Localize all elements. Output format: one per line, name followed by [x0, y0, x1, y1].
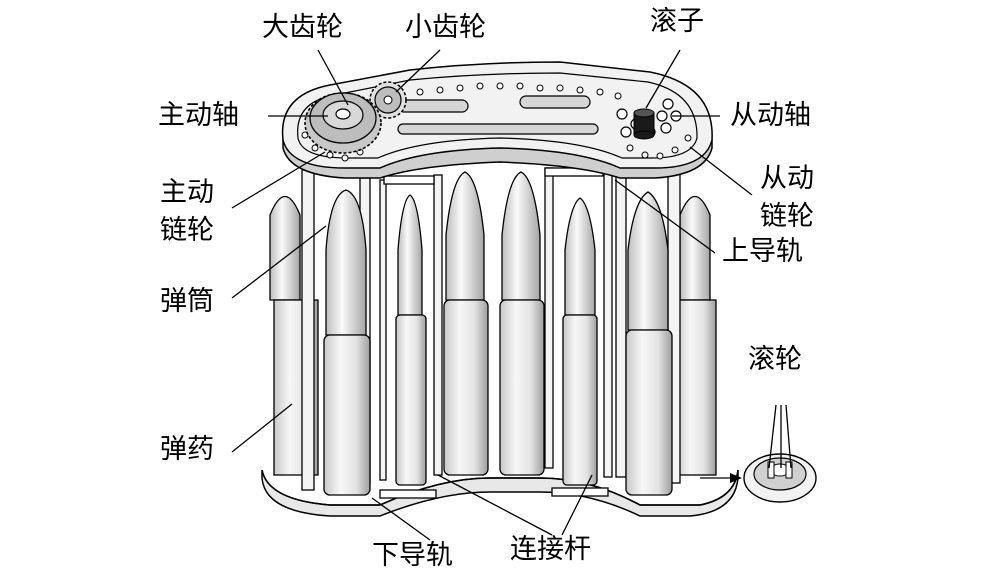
label-small-gear: 小齿轮 — [405, 12, 486, 43]
label-driving-sprocket-line2: 链轮 — [160, 215, 214, 246]
cartridge-4 — [499, 171, 545, 476]
chain-holes — [301, 82, 692, 162]
label-driven-sprocket-line1: 从动 — [760, 163, 814, 194]
label-cartridge-tube: 弹筒 — [160, 286, 214, 317]
label-driving-shaft: 主动轴 — [158, 100, 239, 131]
detail-arrow — [700, 473, 742, 483]
connecting-rods — [379, 167, 609, 499]
label-ammunition: 弹药 — [160, 434, 214, 465]
small-gear — [369, 81, 407, 119]
roller-wheel-detail — [743, 453, 817, 503]
label-big-gear: 大齿轮 — [262, 12, 343, 43]
cartridge-3 — [443, 171, 489, 476]
label-driven-sprocket: 从动 链轮 — [760, 160, 814, 236]
cartridge-5 — [562, 197, 598, 486]
leader-lines — [231, 49, 792, 541]
cartridge-back-right — [675, 195, 717, 476]
top-plate — [281, 61, 713, 179]
label-connecting-rod: 连接杆 — [510, 534, 591, 565]
label-lower-rail: 下导轨 — [372, 540, 453, 571]
roller-part — [633, 108, 655, 140]
label-driving-sprocket-line1: 主动 — [160, 177, 214, 208]
label-roller: 滚子 — [650, 6, 704, 37]
cartridge-1 — [323, 189, 371, 496]
label-driven-sprocket-line2: 链轮 — [760, 201, 814, 232]
big-gear — [304, 92, 382, 154]
label-upper-rail: 上导轨 — [722, 236, 803, 267]
cartridge-2 — [395, 194, 427, 486]
cartridge-6 — [625, 191, 673, 496]
label-roller-wheel: 滚轮 — [748, 344, 802, 375]
label-driven-shaft: 从动轴 — [730, 100, 811, 131]
label-driving-sprocket: 主动 链轮 — [160, 174, 214, 250]
